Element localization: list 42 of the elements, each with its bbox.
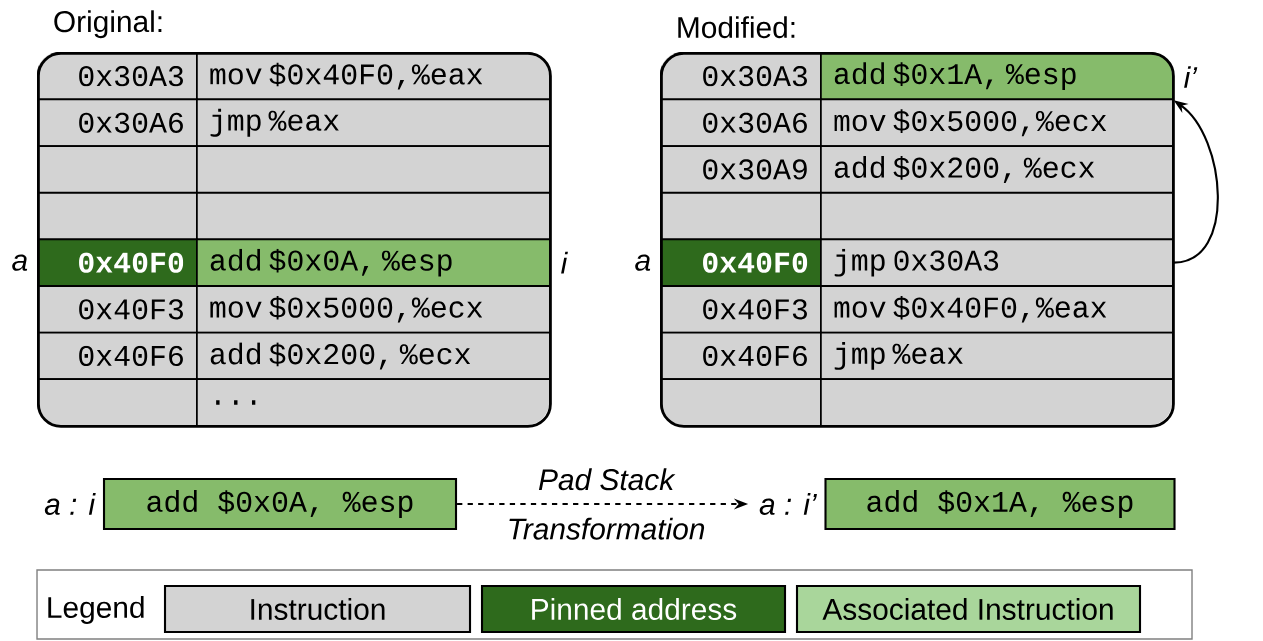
table-cell: 0x30A3: [37, 52, 198, 101]
table-heading: Modified:: [678, 16, 795, 39]
node-label: jmp %eax: [834, 342, 963, 370]
table-cell: 0x30A6: [37, 98, 198, 147]
transformation-label: Transformation: [509, 517, 705, 540]
table-cell: add $0x1A, %esp: [820, 52, 1172, 101]
table-cell: 0x40F6: [37, 331, 198, 381]
table-cell: 0x30A3: [660, 52, 822, 101]
cell-marker: a: [635, 254, 651, 271]
table-cell: 0x40F0: [37, 238, 198, 287]
table-cell: 0x30A6: [660, 98, 822, 147]
node-label: 0x30A6: [79, 112, 183, 133]
node-label: mov $0x40F0,%eax: [834, 295, 1107, 323]
cell-marker: a: [12, 254, 28, 271]
instruction-box: add $0x0A, %esp: [102, 477, 458, 531]
node-label: 0x40F6: [79, 345, 183, 367]
table-cell: jmp 0x30A3: [820, 238, 1172, 287]
edge-label: Pad Stack: [538, 468, 676, 491]
node-label: 0x40F3: [703, 299, 807, 320]
table-cell: add $0x0A, %esp: [196, 238, 549, 287]
table-heading: Original:: [54, 10, 162, 39]
node-label: add $0x200, %ecx: [210, 342, 471, 370]
node-label: 0x40F6: [703, 345, 807, 367]
node-label: 0x30A6: [703, 112, 807, 133]
table-cell: 0x30A9: [660, 145, 822, 194]
node-label: jmp %eax: [210, 108, 339, 137]
node-label: add $0x200, %ecx: [834, 155, 1095, 183]
box-marker: a : i’: [759, 493, 817, 515]
table-cell: 0x40F6: [660, 331, 822, 381]
cell-marker: i’: [1184, 66, 1198, 88]
cell-marker: i: [561, 251, 568, 274]
node-label: mov $0x5000,%ecx: [834, 109, 1107, 137]
node-label: 0x30A3: [79, 66, 183, 87]
legend-title: Legend: [48, 596, 144, 624]
node-label: mov $0x5000,%ecx: [210, 295, 483, 323]
box-marker: a : i: [44, 493, 96, 515]
node-label: 0x40F3: [79, 299, 183, 320]
table-cell: 0x40F3: [660, 285, 822, 334]
instruction-box: add $0x1A, %esp: [824, 477, 1176, 531]
table-cell: 0x40F3: [37, 285, 198, 334]
node-label: jmp 0x30A3: [834, 248, 999, 277]
table-cell: 0x40F0: [660, 238, 822, 287]
